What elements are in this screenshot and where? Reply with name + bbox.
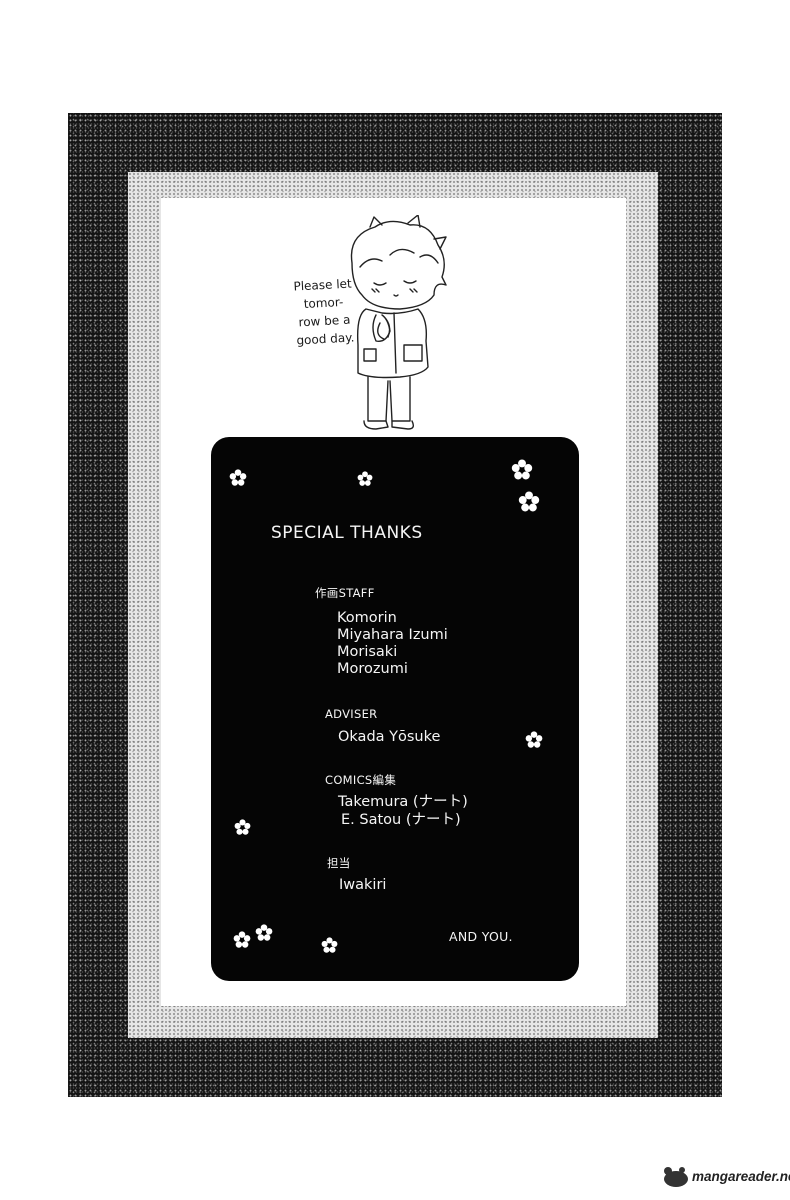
credit-name: Okada Yōsuke <box>338 729 441 745</box>
credit-name: Iwakiri <box>339 877 387 893</box>
credit-name: E. Satou (ナート) <box>341 812 461 828</box>
credit-name: Morisaki <box>337 644 398 660</box>
flower-icon <box>255 924 273 941</box>
section-heading-adviser: ADVISER <box>325 707 378 721</box>
flower-icon <box>525 731 543 748</box>
flower-icon <box>321 937 338 953</box>
credit-name: Komorin <box>337 610 397 626</box>
credit-name: Takemura (ナート) <box>338 794 468 810</box>
flower-icon <box>229 469 247 486</box>
flower-icon <box>518 491 540 512</box>
flower-icon <box>511 459 533 480</box>
section-heading-staff: 作画STAFF <box>315 586 375 600</box>
closing-text: AND YOU. <box>449 929 513 944</box>
credits-panel: SPECIAL THANKS 作画STAFF Komorin Miyahara … <box>211 437 579 981</box>
flower-icon <box>233 931 251 948</box>
credits-title: SPECIAL THANKS <box>271 523 423 543</box>
chibi-character-illustration <box>350 215 447 430</box>
section-heading-tanto: 担当 <box>327 856 351 870</box>
section-heading-comics: COMICS編集 <box>325 773 397 787</box>
watermark-text: mangareader.net <box>692 1169 790 1184</box>
flower-icon <box>357 471 373 486</box>
mangareader-logo-icon <box>664 1167 688 1187</box>
credit-name: Morozumi <box>337 661 408 677</box>
credit-name: Miyahara Izumi <box>337 627 448 643</box>
flower-icon <box>234 819 251 835</box>
